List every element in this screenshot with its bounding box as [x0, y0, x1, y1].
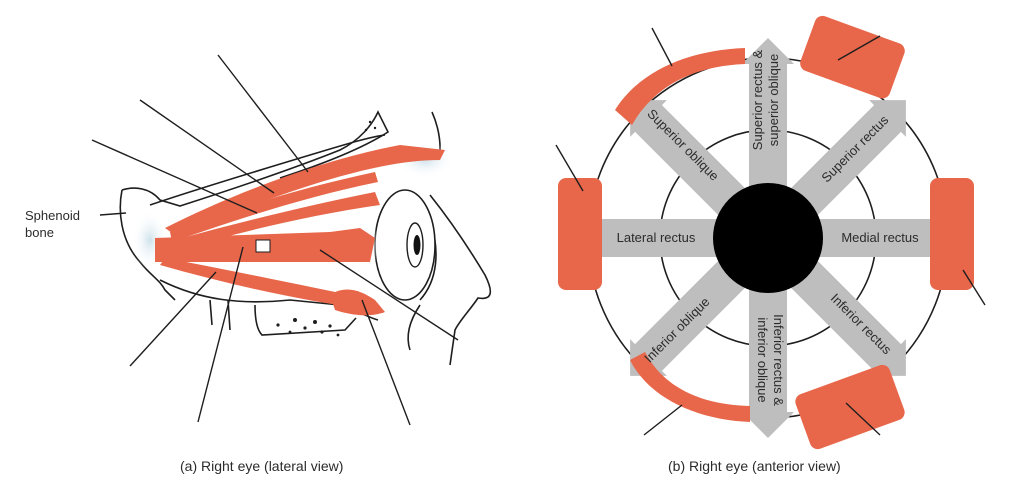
- muscles-anterior: [558, 15, 974, 450]
- annulus-tendon: [255, 239, 271, 253]
- sphenoid-label-line2: bone: [25, 225, 54, 240]
- anterior-view-illustration: [555, 15, 986, 450]
- muscle-levator: [165, 145, 445, 235]
- muscle-superior-oblique: [170, 172, 378, 242]
- muscle-lateral-rectus-block: [558, 178, 602, 290]
- sphenoid-label-line1: Sphenoid: [25, 208, 80, 223]
- caption-panel-b: (b) Right eye (anterior view): [668, 458, 841, 474]
- leader-lines-anterior: [555, 27, 986, 436]
- muscle-medial-rectus-block: [930, 178, 974, 290]
- caption-panel-a: (a) Right eye (lateral view): [180, 458, 344, 474]
- muscle-inferior-oblique-arc: [630, 352, 750, 422]
- leader-lines-lateral: [91, 54, 459, 426]
- arrow-label-left: Lateral rectus: [617, 230, 696, 245]
- pupil-icon: [413, 235, 421, 255]
- muscle-inferior-oblique: [330, 289, 385, 316]
- arrow-label-up-line2: superior oblique: [766, 54, 781, 147]
- muscle-superior-rectus-block: [800, 15, 905, 99]
- muscle-superior-oblique-arc: [615, 48, 745, 125]
- pupil-icon: [713, 183, 823, 293]
- orbit-bone-outline: [119, 110, 492, 366]
- arrow-label-down-line1: Inferior rectus &: [771, 314, 786, 406]
- arrow-label-up-line1: Superior rectus &: [750, 49, 765, 150]
- muscle-superior-rectus: [175, 192, 380, 250]
- arrow-label-right: Medial rectus: [841, 230, 919, 245]
- eyeball: [374, 189, 436, 301]
- orbit-bone-texture: [276, 120, 377, 337]
- muscle-inferior-rectus: [160, 258, 375, 310]
- arrow-label-down-line2: inferior oblique: [755, 317, 770, 402]
